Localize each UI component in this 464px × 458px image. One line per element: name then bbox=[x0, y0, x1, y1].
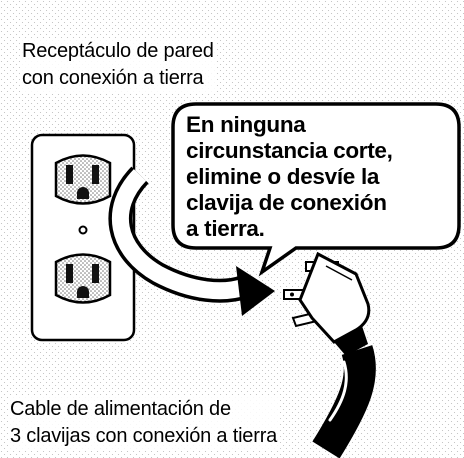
outlet-label-line2: con conexión a tierra bbox=[22, 67, 204, 89]
warning-bubble bbox=[171, 102, 461, 277]
warning-line-3: elimine o desvíe la bbox=[186, 164, 380, 189]
curved-arrow-icon bbox=[108, 166, 275, 316]
warning-line-4: clavija de conexión bbox=[186, 190, 387, 215]
warning-line-5: a tierra. bbox=[186, 216, 265, 241]
warning-callout-text: En ninguna circunstancia corte, elimine … bbox=[186, 112, 446, 242]
warning-line-2: circunstancia corte, bbox=[186, 138, 393, 163]
outlet-label-line1: Receptáculo de pared bbox=[22, 40, 214, 62]
cord-label: Cable de alimentación de 3 clavijas con … bbox=[8, 396, 280, 450]
power-cord-icon bbox=[312, 345, 376, 458]
pointer-arrow-icon bbox=[322, 433, 352, 452]
three-prong-plug-icon bbox=[283, 251, 371, 356]
outlet-receptacle-top bbox=[54, 154, 112, 205]
outlet-label: Receptáculo de pared con conexión a tier… bbox=[20, 38, 216, 92]
outlet-receptacle-bottom bbox=[54, 253, 112, 304]
plate-screw-icon bbox=[78, 225, 88, 235]
cord-label-line1: Cable de alimentación de bbox=[10, 398, 231, 420]
cord-label-line2: 3 clavijas con conexión a tierra bbox=[10, 425, 278, 447]
warning-line-1: En ninguna bbox=[186, 112, 306, 137]
